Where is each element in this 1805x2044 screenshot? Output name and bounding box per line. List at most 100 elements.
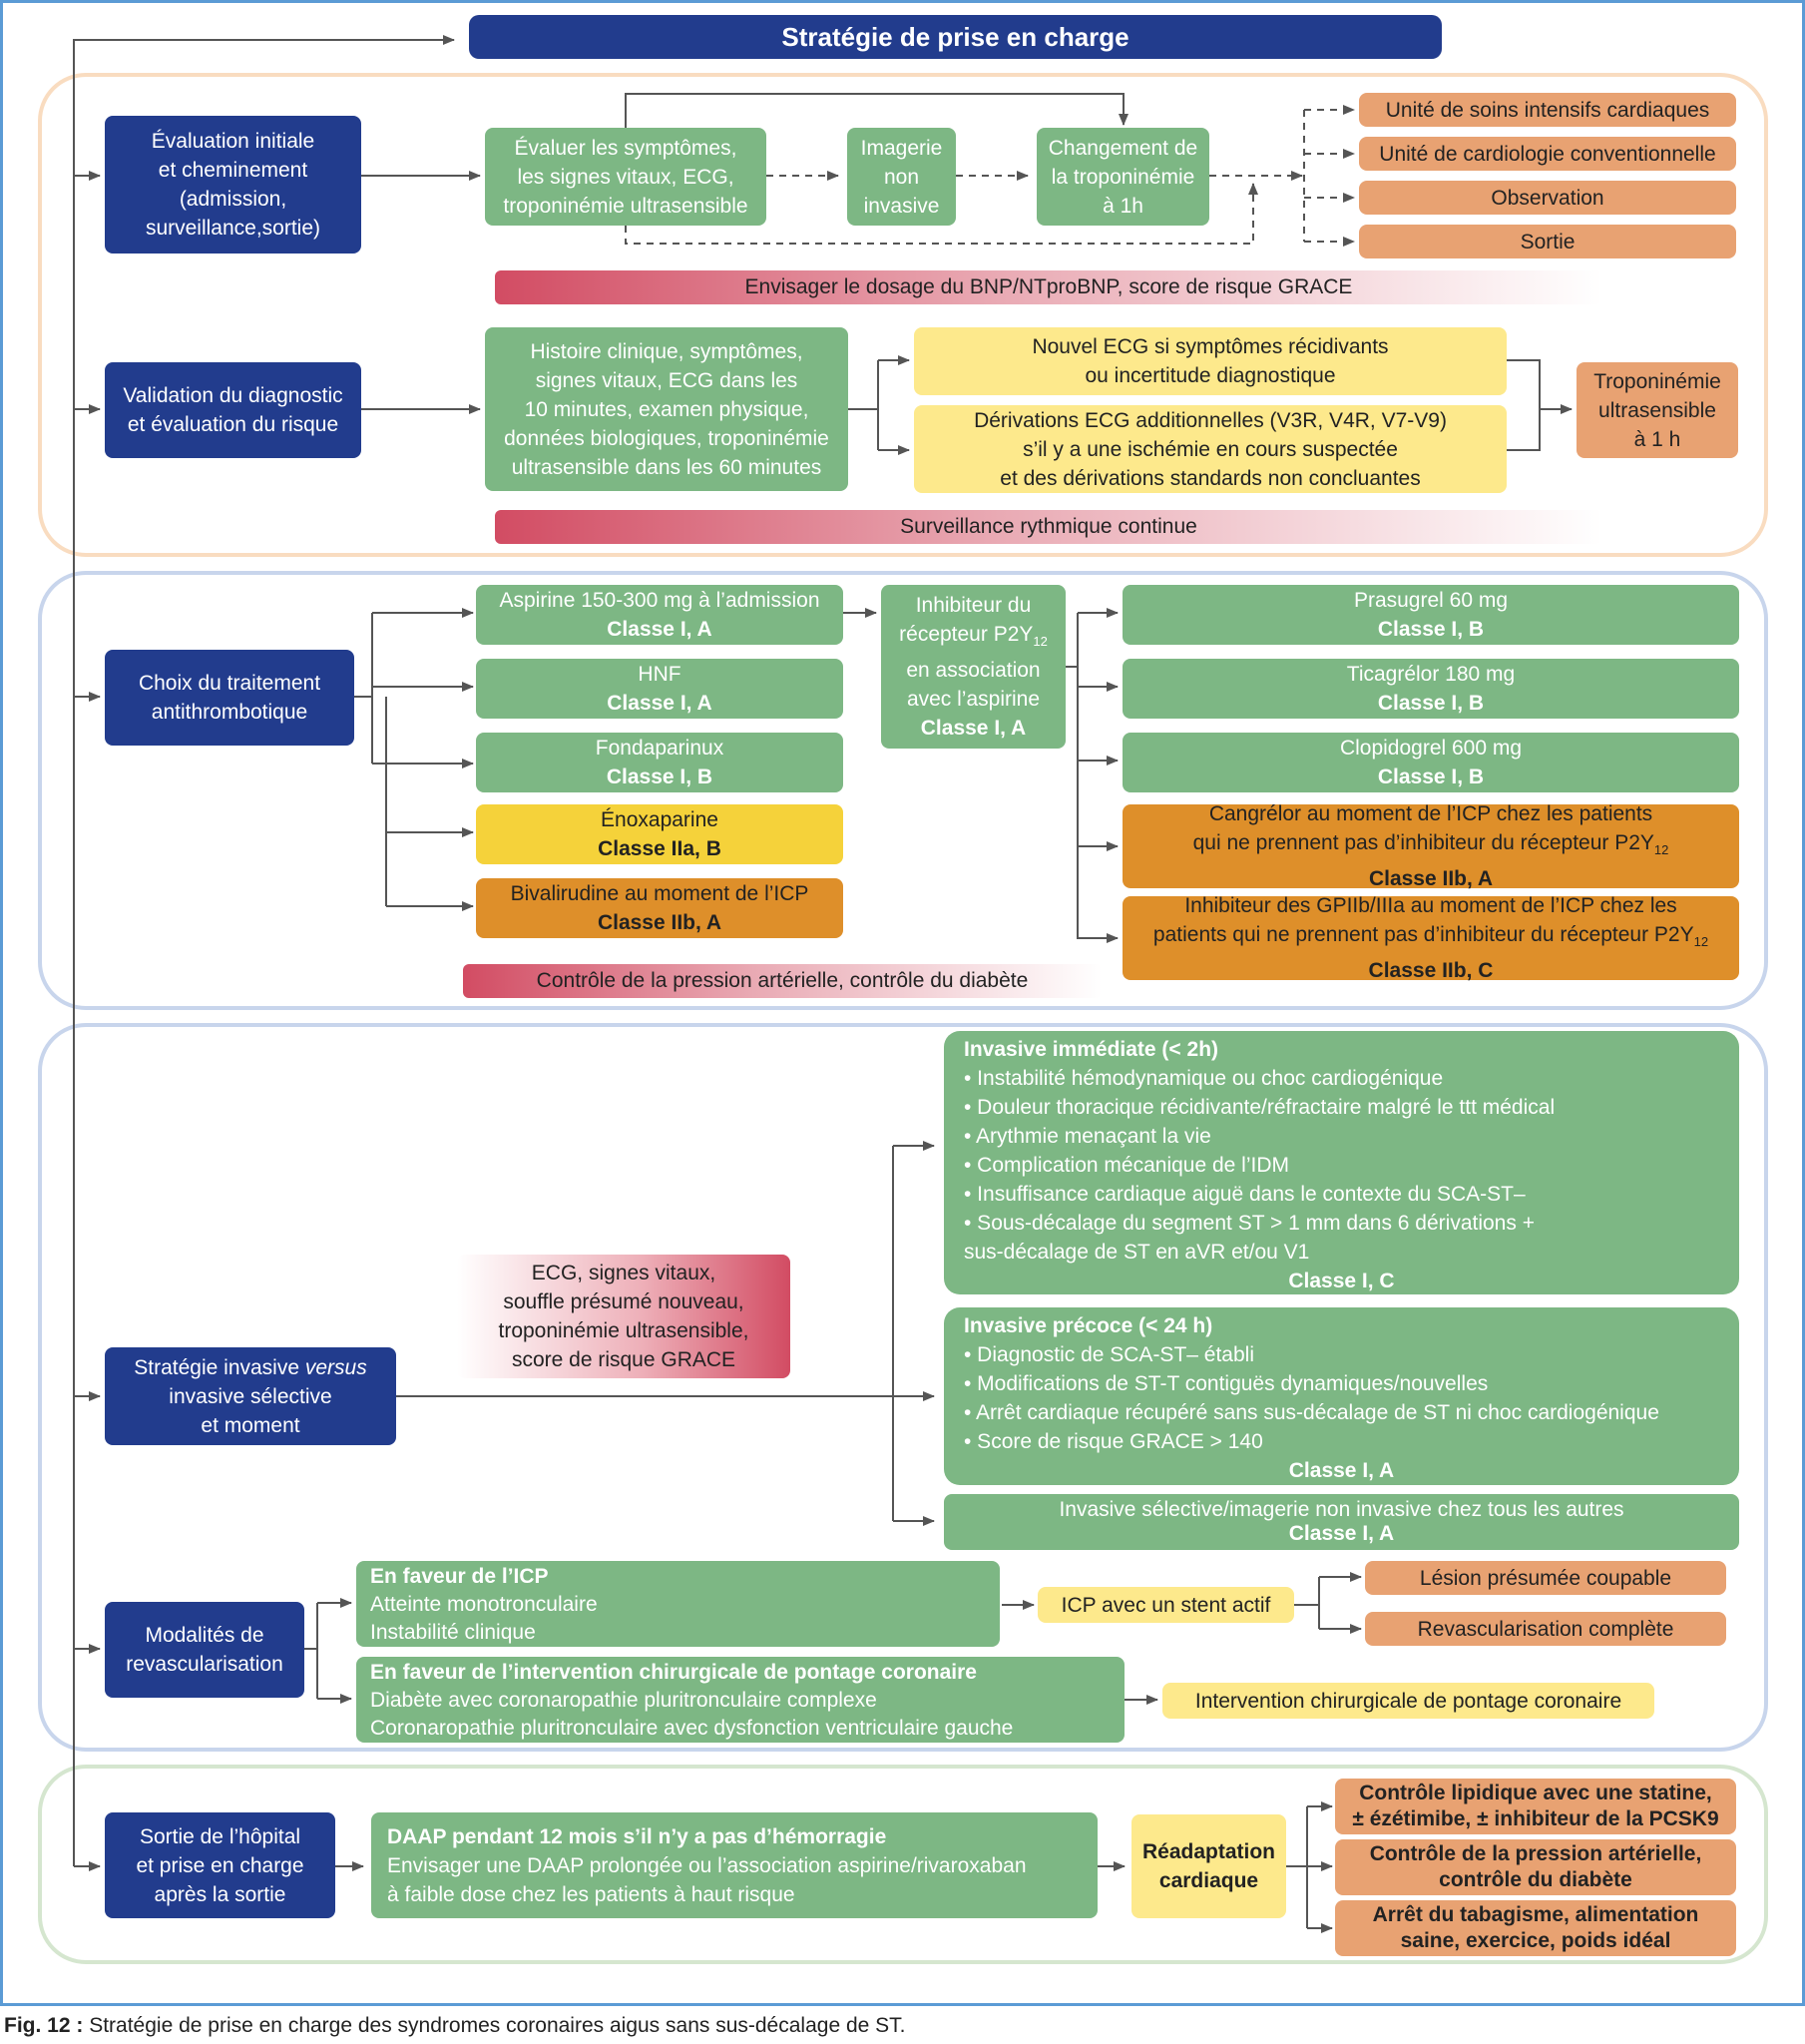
box-line: et des dérivations standards non conclua… [1000, 466, 1421, 490]
criteria-item: • Complication mécanique de l’IDM [964, 1154, 1289, 1177]
hnf-box: HNF Classe I, A [476, 659, 843, 719]
box-line: Contrôle de la pression artérielle, [1369, 1842, 1702, 1865]
box-line: Invasive sélective/imagerie non invasive… [1059, 1498, 1624, 1521]
drug-name: Prasugrel 60 mg [1353, 589, 1509, 612]
figure-caption: Fig. 12 : Stratégie de prise en charge d… [4, 2014, 906, 2038]
recommendation-class: Classe I, A [1288, 1522, 1395, 1545]
box-text: Stratégie invasive [134, 1355, 305, 1379]
box-line: saine, exercice, poids idéal [1400, 1929, 1671, 1952]
cabg-box: Intervention chirurgicale de pontage cor… [1162, 1683, 1654, 1719]
evaluate-symptoms-box: Évaluer les symptômes, les signes vitaux… [485, 128, 766, 226]
box-line: en association [906, 659, 1041, 682]
drug-name: Clopidogrel 600 mg [1339, 737, 1523, 760]
box-line: non [883, 165, 920, 189]
box-line: signes vitaux, ECG dans les [535, 368, 798, 392]
antithrombotic-choice-box: Choix du traitement antithrombotique [105, 650, 354, 746]
cangrelor-box: Cangrélor au moment de l’ICP chez les pa… [1123, 802, 1739, 890]
box-line: revascularisation [126, 1653, 283, 1676]
box-heading: DAAP pendant 12 mois s’il n’y a pas d’hé… [387, 1824, 887, 1848]
box-line: Imagerie [860, 136, 943, 160]
box-line: la troponinémie [1051, 165, 1195, 189]
caption-text: Stratégie de prise en charge des syndrom… [83, 2014, 906, 2037]
box-line: Inhibiteur du [915, 594, 1032, 617]
caption-label: Fig. 12 : [4, 2014, 84, 2037]
box-line: ou incertitude diagnostique [1085, 364, 1336, 387]
drug-name: Aspirine 150-300 mg à l’admission [499, 589, 820, 612]
icp-active-stent-box: ICP avec un stent actif [1038, 1587, 1294, 1623]
box-line: antithrombotique [151, 701, 308, 724]
troponin-change-box: Changement de la troponinémie à 1h [1037, 128, 1209, 226]
daap-box: DAAP pendant 12 mois s’il n’y a pas d’hé… [371, 1812, 1098, 1918]
criteria-item: • Modifications de ST-T contiguës dynami… [964, 1372, 1489, 1395]
recommendation-class: Classe I, A [607, 692, 712, 715]
criteria-item: • Douleur thoracique récidivante/réfract… [964, 1096, 1556, 1119]
bp-control-box: Contrôle de la pression artérielle, cont… [1335, 1839, 1736, 1895]
criteria-item: • Arrêt cardiaque récupéré sans sus-déca… [964, 1401, 1659, 1424]
troponin-1h-box: Troponinémie ultrasensible à 1 h [1577, 362, 1738, 458]
noninvasive-imaging-box: Imagerie non invasive [847, 128, 956, 226]
box-line: Modalités de [145, 1624, 264, 1647]
rhythm-monitoring-bar: Surveillance rythmique continue [495, 510, 1602, 544]
box-line: à 1h [1103, 194, 1143, 218]
criteria-item: Atteinte monotronculaire [370, 1593, 598, 1616]
criteria-item: Diabète avec coronaropathie pluritroncul… [370, 1689, 877, 1712]
box-line: données biologiques, troponinémie [504, 426, 829, 450]
section-evaluation [38, 73, 1768, 557]
box-line: Cangrélor au moment de l’ICP chez les pa… [1208, 802, 1653, 825]
complete-revascularisation-box: Revascularisation complète [1365, 1612, 1726, 1646]
section-invasive [38, 1023, 1768, 1752]
bnp-grace-bar: Envisager le dosage du BNP/NTproBNP, sco… [495, 270, 1602, 304]
initial-evaluation-box: Évaluation initiale et cheminement (admi… [105, 116, 361, 254]
recommendation-class: Classe IIa, B [598, 837, 721, 860]
box-line: souffle présumé nouveau, [503, 1290, 744, 1313]
box-heading: En faveur de l’ICP [370, 1565, 549, 1588]
box-line: 10 minutes, examen physique, [524, 397, 809, 421]
box-line: récepteur P2Y12 [899, 620, 1048, 656]
criteria-item: à faible dose chez les patients à haut r… [387, 1882, 795, 1906]
box-heading: Invasive immédiate (< 2h) [964, 1038, 1219, 1061]
box-line: Inhibiteur des GPIIb/IIIa au moment de l… [1184, 894, 1677, 917]
box-line: ultrasensible [1598, 398, 1716, 422]
fondaparinux-box: Fondaparinux Classe I, B [476, 733, 843, 792]
recommendation-class: Classe I, A [1288, 1459, 1395, 1482]
criteria-item: Coronaropathie pluritronculaire avec dys… [370, 1717, 1014, 1740]
aspirin-box: Aspirine 150-300 mg à l’admission Classe… [476, 585, 843, 645]
box-line: Sortie de l’hôpital [139, 1824, 301, 1848]
box-line: troponinémie ultrasensible, [498, 1319, 749, 1342]
recommendation-class: Classe I, B [1377, 692, 1485, 715]
box-line: ECG, signes vitaux, [531, 1262, 716, 1284]
box-line: contrôle du diabète [1439, 1868, 1632, 1891]
clinical-history-box: Histoire clinique, symptômes, signes vit… [485, 327, 848, 491]
immediate-invasive-box: Invasive immédiate (< 2h) • Instabilité … [944, 1031, 1739, 1294]
p2y12-inhibitor-box: Inhibiteur du récepteur P2Y12 en associa… [881, 585, 1066, 749]
box-text: qui ne prennent pas d’inhibiteur du réce… [1192, 831, 1654, 854]
new-ecg-box: Nouvel ECG si symptômes récidivants ou i… [914, 327, 1507, 395]
gpiib-iiia-box: Inhibiteur des GPIIb/IIIa au moment de l… [1123, 894, 1739, 982]
box-line: et cheminement [158, 159, 308, 182]
box-heading: Invasive précoce (< 24 h) [964, 1314, 1213, 1337]
bp-diabetes-bar: Contrôle de la pression artérielle, cont… [463, 964, 1102, 998]
section-antithrombotic [38, 571, 1768, 1010]
destination-icu: Unité de soins intensifs cardiaques [1359, 93, 1736, 127]
box-line: troponinémie ultrasensible [503, 194, 748, 218]
criteria-item: • Diagnostic de SCA-ST– établi [964, 1343, 1254, 1366]
recommendation-class: Classe IIb, A [1368, 867, 1494, 890]
validation-box: Validation du diagnostic et évaluation d… [105, 362, 361, 458]
selective-invasive-box: Invasive sélective/imagerie non invasive… [944, 1494, 1739, 1550]
early-invasive-box: Invasive précoce (< 24 h) • Diagnostic d… [944, 1307, 1739, 1485]
recommendation-class: Classe IIb, A [597, 911, 722, 934]
recommendation-class: Classe I, B [606, 766, 713, 788]
bivalirudin-box: Bivalirudine au moment de l’ICP Classe I… [476, 878, 843, 938]
subscript: 12 [1693, 934, 1709, 949]
criteria-item: sus-décalage de ST en aVR et/ou V1 [964, 1241, 1310, 1264]
subscript: 12 [1653, 842, 1669, 857]
hospital-discharge-box: Sortie de l’hôpital et prise en charge a… [105, 1812, 335, 1918]
favour-cabg-box: En faveur de l’intervention chirurgicale… [356, 1657, 1125, 1743]
box-line: Validation du diagnostic [123, 384, 343, 407]
box-line: (admission, [179, 188, 287, 211]
box-text: récepteur P2Y [899, 623, 1034, 646]
box-line: Changement de [1048, 136, 1198, 160]
criteria-item: • Sous-décalage du segment ST > 1 mm dan… [964, 1212, 1535, 1235]
destination-observation: Observation [1359, 181, 1736, 215]
